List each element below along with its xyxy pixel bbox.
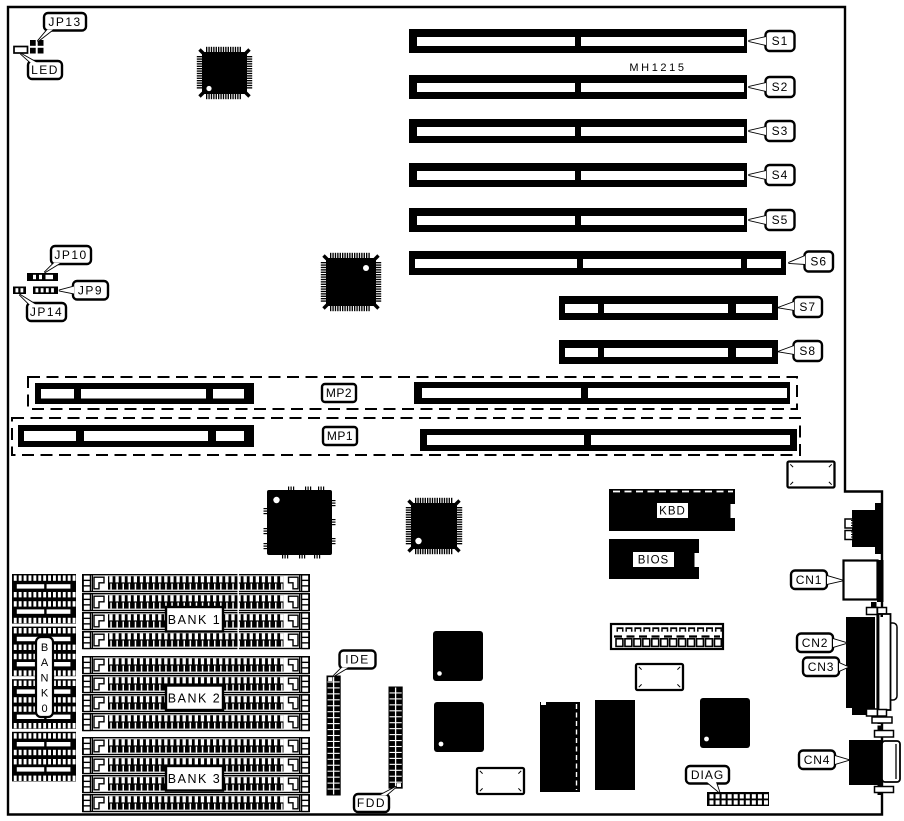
svg-text:BANK 3: BANK 3 (168, 772, 221, 786)
svg-text:KBD: KBD (659, 506, 686, 518)
svg-text:BANK 1: BANK 1 (168, 613, 221, 627)
svg-text:S3: S3 (772, 124, 789, 138)
svg-text:JP10: JP10 (54, 248, 87, 262)
svg-text:FDD: FDD (357, 796, 386, 810)
svg-text:CN4: CN4 (804, 753, 830, 767)
svg-text:JP14: JP14 (30, 305, 63, 319)
svg-text:CN2: CN2 (802, 636, 828, 650)
svg-text:MP1: MP1 (327, 429, 353, 443)
svg-text:S7: S7 (799, 300, 816, 314)
svg-text:DIAG: DIAG (691, 768, 724, 782)
svg-text:S5: S5 (772, 213, 789, 227)
svg-text:K: K (41, 688, 49, 700)
svg-text:CN1: CN1 (796, 573, 822, 587)
svg-text:IDE: IDE (345, 653, 370, 667)
svg-text:JP13: JP13 (48, 15, 81, 29)
svg-text:MP2: MP2 (326, 386, 352, 400)
svg-text:JP9: JP9 (78, 283, 103, 297)
svg-text:B: B (41, 642, 48, 654)
svg-text:LED: LED (31, 63, 59, 77)
svg-text:0: 0 (41, 703, 47, 715)
svg-text:S2: S2 (772, 80, 789, 94)
svg-text:A: A (41, 657, 49, 669)
svg-text:N: N (41, 672, 49, 684)
svg-text:S4: S4 (772, 168, 789, 182)
svg-text:S6: S6 (810, 255, 827, 269)
svg-text:BIOS: BIOS (638, 555, 669, 567)
svg-text:MH1215: MH1215 (629, 62, 686, 74)
svg-text:BANK 2: BANK 2 (168, 692, 221, 706)
svg-text:S1: S1 (772, 34, 789, 48)
svg-text:CN3: CN3 (808, 660, 834, 674)
svg-text:S8: S8 (799, 344, 816, 358)
